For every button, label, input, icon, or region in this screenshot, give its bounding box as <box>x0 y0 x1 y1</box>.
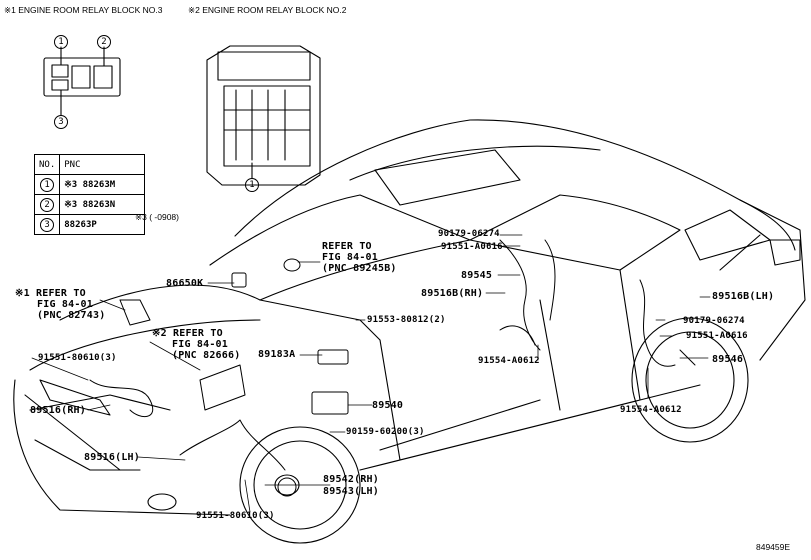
refer-line-1: REFER TO <box>322 241 372 252</box>
refer-line-3: (PNC 82743) <box>37 310 106 321</box>
callout-1-block3: 1 <box>54 35 68 49</box>
relay-block-no2 <box>206 45 321 186</box>
table-row: 2 ※3 88263N <box>33 194 146 215</box>
part-89546: 89546 <box>712 354 744 365</box>
part-89516b-rh: 89516B(RH) <box>421 288 484 299</box>
pnc-table: NO. PNC 1 ※3 88263M 2 ※3 88263N 3 88263P <box>33 154 146 235</box>
row-no: 2 <box>40 197 55 212</box>
refer-line-2: FIG 84-01 <box>172 339 228 350</box>
row-pnc: ※3 88263N <box>59 194 146 215</box>
wiring-harnesses <box>89 239 696 497</box>
part-91554-a0612-right: 91554-A0612 <box>620 405 682 415</box>
relay-block-no3-header: ※1 ENGINE ROOM RELAY BLOCK NO.3 <box>4 5 163 15</box>
row-pnc: 88263P <box>59 214 146 235</box>
part-91553-80812: 91553-80812(2) <box>367 315 446 325</box>
part-91551-80610-top: 91551-80610(3) <box>38 353 117 363</box>
part-89516lh-front: 89516(LH) <box>84 452 140 463</box>
refer-82666-label: ※2 REFER TO FIG 84-01 (PNC 82666) <box>152 328 240 361</box>
part-89543: 89543(LH) <box>323 486 379 497</box>
car-body <box>13 119 806 544</box>
row-no: 3 <box>40 217 55 232</box>
callout-1-block2: 1 <box>245 178 259 192</box>
part-89540: 89540 <box>372 400 404 411</box>
refer-82743-label: ※1 REFER TO FIG 84-01 (PNC 82743) <box>15 288 105 321</box>
leader-lines <box>31 234 711 513</box>
part-91554-a0612-left: 91554-A0612 <box>478 356 540 366</box>
refer-line-3: (PNC 82666) <box>172 350 241 361</box>
row-no: 1 <box>40 177 55 192</box>
relay-block-no2-header: ※2 ENGINE ROOM RELAY BLOCK NO.2 <box>188 5 347 15</box>
refer-line-1: ※2 REFER TO <box>152 328 223 339</box>
part-91551-80610-bottom: 91551-80610(3) <box>196 511 275 521</box>
part-89545: 89545 <box>461 270 493 281</box>
relay-block-no3 <box>43 46 121 116</box>
pnc-table-header: NO. PNC <box>33 154 146 175</box>
date-note: ※3 ( -0908) <box>135 212 179 222</box>
part-90159-60200: 90159-60200(3) <box>346 427 425 437</box>
refer-line-2: FIG 84-01 <box>37 299 93 310</box>
part-86650k: 86650K <box>166 278 204 289</box>
col-no-header: NO. <box>33 154 61 175</box>
refer-89245b-label: REFER TO FIG 84-01 (PNC 89245B) <box>322 241 397 274</box>
part-91551-a0616-left: 91551-A0616 <box>441 242 503 252</box>
part-89516b-lh: 89516B(LH) <box>712 291 775 302</box>
refer-line-3: (PNC 89245B) <box>322 263 397 274</box>
table-row: 1 ※3 88263M <box>33 174 146 195</box>
part-89516rh-front: 89516(RH) <box>30 405 86 416</box>
refer-line-2: FIG 84-01 <box>322 252 378 263</box>
part-89542: 89542(RH) <box>323 474 379 485</box>
row-pnc: ※3 88263M <box>59 174 146 195</box>
part-90179-06274-left: 90179-06274 <box>438 229 500 239</box>
callout-3-block3: 3 <box>54 115 68 129</box>
callout-2-block3: 2 <box>97 35 111 49</box>
part-90179-06274-right: 90179-06274 <box>683 316 745 326</box>
part-91551-a0616-right: 91551-A0616 <box>686 331 748 341</box>
figure-id: 849459E <box>756 542 791 552</box>
table-row: 3 88263P <box>33 214 146 235</box>
refer-line-1: ※1 REFER TO <box>15 288 86 299</box>
col-pnc-header: PNC <box>59 154 146 175</box>
part-89183a: 89183A <box>258 349 296 360</box>
